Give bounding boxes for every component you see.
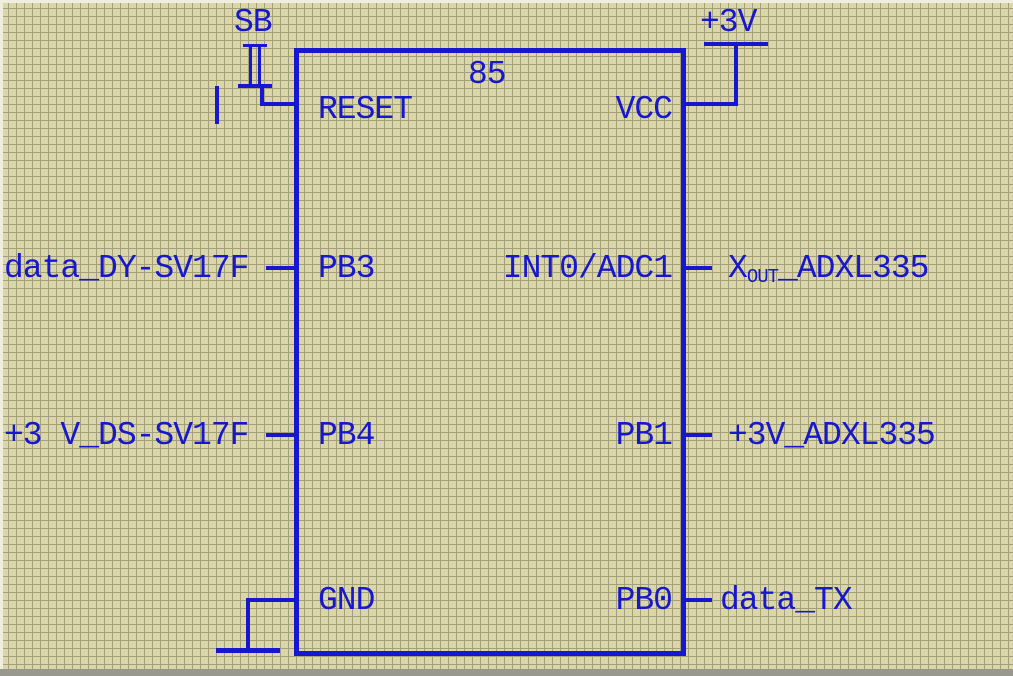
- pushbutton-plunger-left: [249, 46, 252, 86]
- wire-pb3-stub: [266, 266, 296, 270]
- net-label-pb4: +3 V_DS-SV17F: [4, 417, 249, 454]
- pushbutton-bridge: [238, 84, 272, 88]
- ground-symbol-vertical: [246, 598, 250, 650]
- net-label-pb3: data_DY-SV17F: [4, 250, 249, 287]
- net-label-adc1-base: X: [728, 250, 748, 287]
- chip-ref-label: 85: [468, 56, 507, 93]
- net-label-pb0: data_TX: [720, 582, 853, 619]
- net-label-pb1: +3V_ADXL335: [728, 417, 936, 454]
- pin-name-pb1: PB1: [615, 417, 673, 454]
- pin-name-reset: RESET: [318, 91, 413, 128]
- pin-name-pb0: PB0: [615, 582, 673, 619]
- wire-pb4-stub: [266, 433, 296, 437]
- pin-name-pb4: PB4: [318, 417, 375, 454]
- pushbutton-right-terminal: [260, 86, 264, 106]
- supply-label: +3V: [700, 4, 757, 41]
- chip-body: [294, 48, 686, 656]
- wire-adc1-stub: [684, 266, 712, 270]
- wire-gnd-stub: [246, 598, 296, 602]
- net-label-adc1-subscript: OUT: [746, 266, 779, 288]
- net-label-adc1: XOUT_ADXL335: [728, 250, 929, 289]
- pushbutton-plunger-cap: [243, 44, 267, 47]
- wire-pb0-stub: [684, 598, 712, 602]
- ground-symbol-bar: [216, 648, 280, 653]
- canvas-left-edge: [0, 0, 3, 676]
- pin-name-gnd: GND: [318, 582, 375, 619]
- wire-pb1-stub: [684, 433, 712, 437]
- canvas-bottom-edge: [0, 669, 1013, 676]
- supply-symbol-vertical: [734, 44, 738, 106]
- wire-reset-stub: [260, 102, 296, 106]
- net-label-adc1-tail: _ADXL335: [778, 250, 929, 287]
- pin-name-int0-adc1: INT0/ADC1: [502, 250, 673, 287]
- canvas-top-edge: [0, 0, 1013, 3]
- pushbutton-plunger-right: [258, 46, 261, 86]
- wire-vcc-stub: [684, 102, 738, 106]
- pin-name-pb3: PB3: [318, 250, 375, 287]
- pushbutton-ref-label: SB: [234, 4, 273, 41]
- pin-name-vcc: VCC: [615, 91, 673, 128]
- pushbutton-left-terminal: [215, 86, 219, 124]
